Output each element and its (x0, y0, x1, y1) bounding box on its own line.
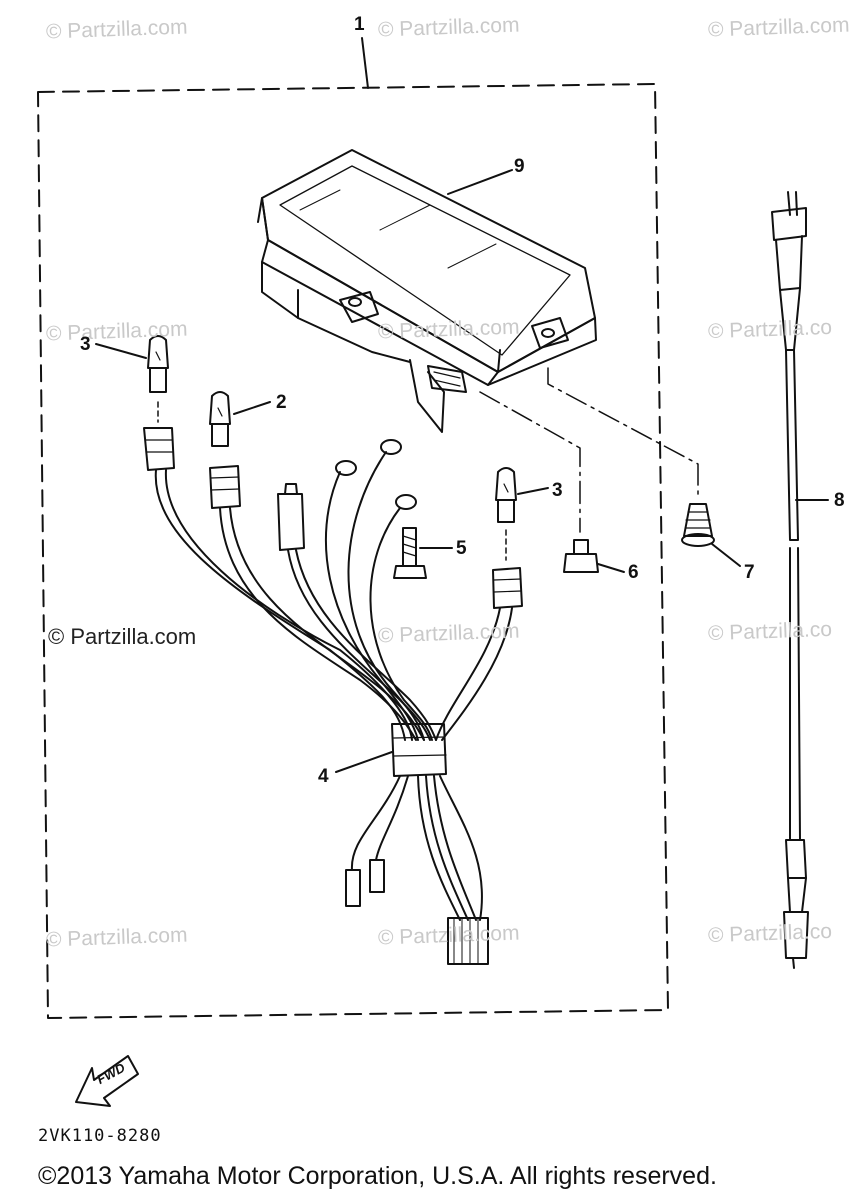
callout-assembly: 1 (354, 14, 365, 35)
callout-bulb-2: 2 (276, 392, 287, 413)
wiring-harness (143, 427, 523, 965)
watermark: © Partzilla.com (377, 619, 520, 648)
watermark: © Partzilla.com (377, 13, 520, 42)
watermark: © Partzilla.com (48, 624, 197, 649)
callout-bolt-6: 6 (628, 562, 639, 583)
diagram-code: 2VK110-8280 (38, 1126, 162, 1146)
watermark: © Partzilla.com (45, 923, 188, 952)
assembly-leader (361, 37, 369, 89)
assembly-boundary (37, 83, 669, 1019)
watermark: © Partzilla.com (707, 13, 850, 42)
bulb-3-left (147, 335, 169, 393)
screw-5 (393, 527, 427, 579)
callout-bulb-3-right: 3 (552, 480, 563, 501)
watermark: © Partzilla.com (45, 317, 188, 346)
callout-screw-5: 5 (456, 538, 467, 559)
meter-leader (447, 169, 513, 195)
copyright-notice: ©2013 Yamaha Motor Corporation, U.S.A. A… (38, 1162, 717, 1190)
callout-meter: 9 (514, 156, 525, 177)
watermark: © Partzilla.co (707, 617, 833, 646)
clip-7 (681, 503, 715, 547)
watermark: © Partzilla.com (377, 921, 520, 950)
callout-cable: 8 (834, 490, 845, 511)
bulb-2 (209, 391, 231, 447)
watermark: © Partzilla.com (377, 315, 520, 344)
meter-housing (257, 149, 597, 433)
bolt-alignment-line (479, 391, 581, 533)
clip-alignment-line (547, 367, 699, 501)
bulb-3-right (495, 467, 517, 523)
watermark: © Partzilla.com (45, 15, 188, 44)
watermark: © Partzilla.co (707, 315, 833, 344)
speedometer-cable (771, 191, 809, 969)
callout-bulb-3-left: 3 (80, 334, 91, 355)
watermark: © Partzilla.co (707, 919, 833, 948)
callout-clip-7: 7 (744, 562, 755, 583)
bolt-6 (563, 539, 599, 573)
callout-harness: 4 (318, 766, 329, 787)
fwd-arrow (75, 1055, 139, 1107)
